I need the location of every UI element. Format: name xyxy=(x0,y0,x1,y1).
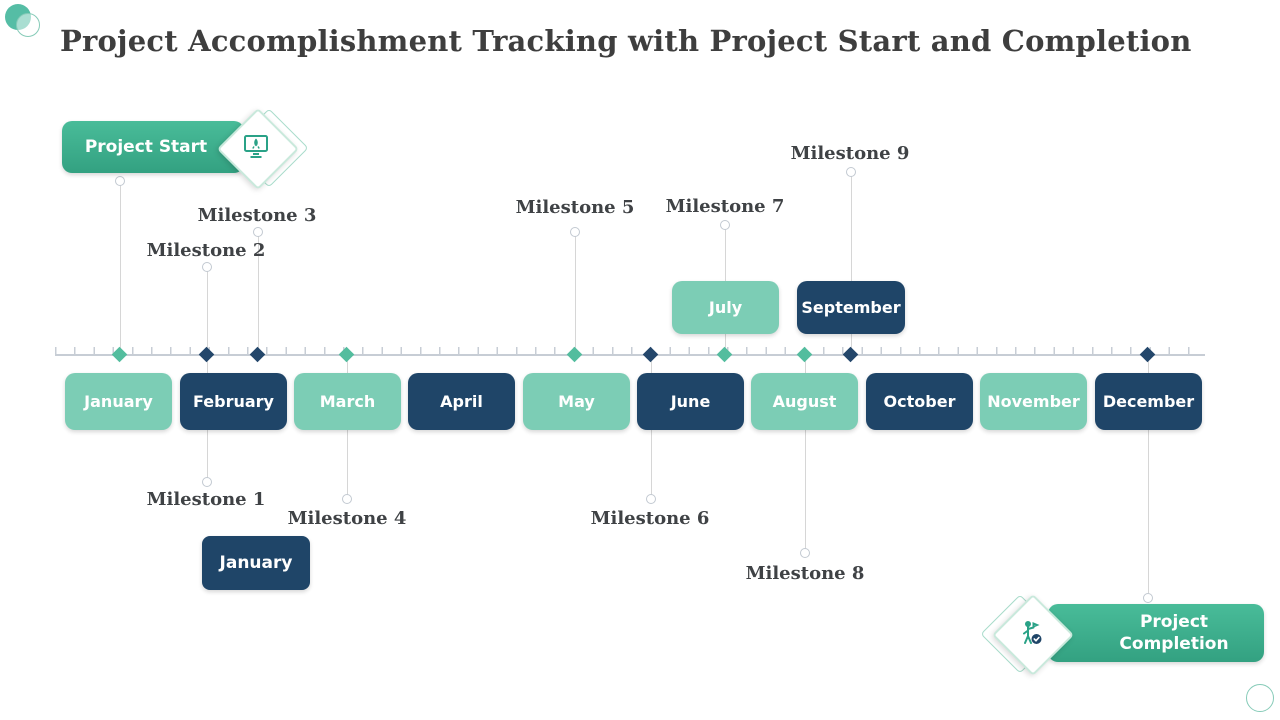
milestone-9-dot xyxy=(846,167,856,177)
decorative-ring-bottom-right xyxy=(1246,684,1274,712)
milestone-6-dot xyxy=(646,494,656,504)
milestone-4-dot xyxy=(342,494,352,504)
milestone-label-6: Milestone 6 xyxy=(590,508,710,529)
timeline-axis xyxy=(55,354,1205,356)
milestone-9-line xyxy=(851,176,852,351)
month-badge-august: August xyxy=(751,373,858,430)
month-badge-january: January xyxy=(65,373,172,430)
project-completion-line xyxy=(1148,361,1149,593)
milestone-5-dot xyxy=(570,227,580,237)
milestone-2-line xyxy=(207,271,208,351)
milestone-5-line xyxy=(575,236,576,351)
month-badge-december: December xyxy=(1095,373,1202,430)
milestone-label-4: Milestone 4 xyxy=(287,508,407,529)
milestone-1-dot xyxy=(202,477,212,487)
milestone-label-9: Milestone 9 xyxy=(790,143,910,164)
month-badge-april: April xyxy=(408,373,515,430)
milestone-8-line xyxy=(805,361,806,549)
milestone-3-line xyxy=(258,236,259,351)
project-completion-dot xyxy=(1143,593,1153,603)
month-badge-november: November xyxy=(980,373,1087,430)
startup-icon xyxy=(244,135,268,158)
milestone-label-1: Milestone 1 xyxy=(146,489,266,510)
milestone-2-dot xyxy=(202,262,212,272)
month-badge-march: March xyxy=(294,373,401,430)
milestone-7-dot xyxy=(720,220,730,230)
project-start-line xyxy=(120,184,121,350)
month-badge-october: October xyxy=(866,373,973,430)
milestone-label-8: Milestone 8 xyxy=(745,563,865,584)
month-badge-february: February xyxy=(180,373,287,430)
month-badge-june: June xyxy=(637,373,744,430)
month-badge-july: July xyxy=(672,281,779,334)
milestone-label-5: Milestone 5 xyxy=(515,197,635,218)
project-start-dot xyxy=(115,176,125,186)
milestone-label-3: Milestone 3 xyxy=(197,205,317,226)
person-check-icon xyxy=(1023,621,1042,644)
page-title: Project Accomplishment Tracking with Pro… xyxy=(60,24,1192,58)
timeline-ticks xyxy=(55,347,1205,354)
milestone-3-dot xyxy=(253,227,263,237)
project-start-badge: Project Start xyxy=(62,121,244,173)
milestone-label-7: Milestone 7 xyxy=(665,196,785,217)
project-completion-badge: Project Completion xyxy=(1048,604,1264,662)
milestone-label-2: Milestone 2 xyxy=(146,240,266,261)
decorative-ring-top-left xyxy=(16,13,40,37)
month-badge-may: May xyxy=(523,373,630,430)
january-callout-badge: January xyxy=(202,536,310,590)
month-badge-september: September xyxy=(797,281,905,334)
milestone-8-dot xyxy=(800,548,810,558)
